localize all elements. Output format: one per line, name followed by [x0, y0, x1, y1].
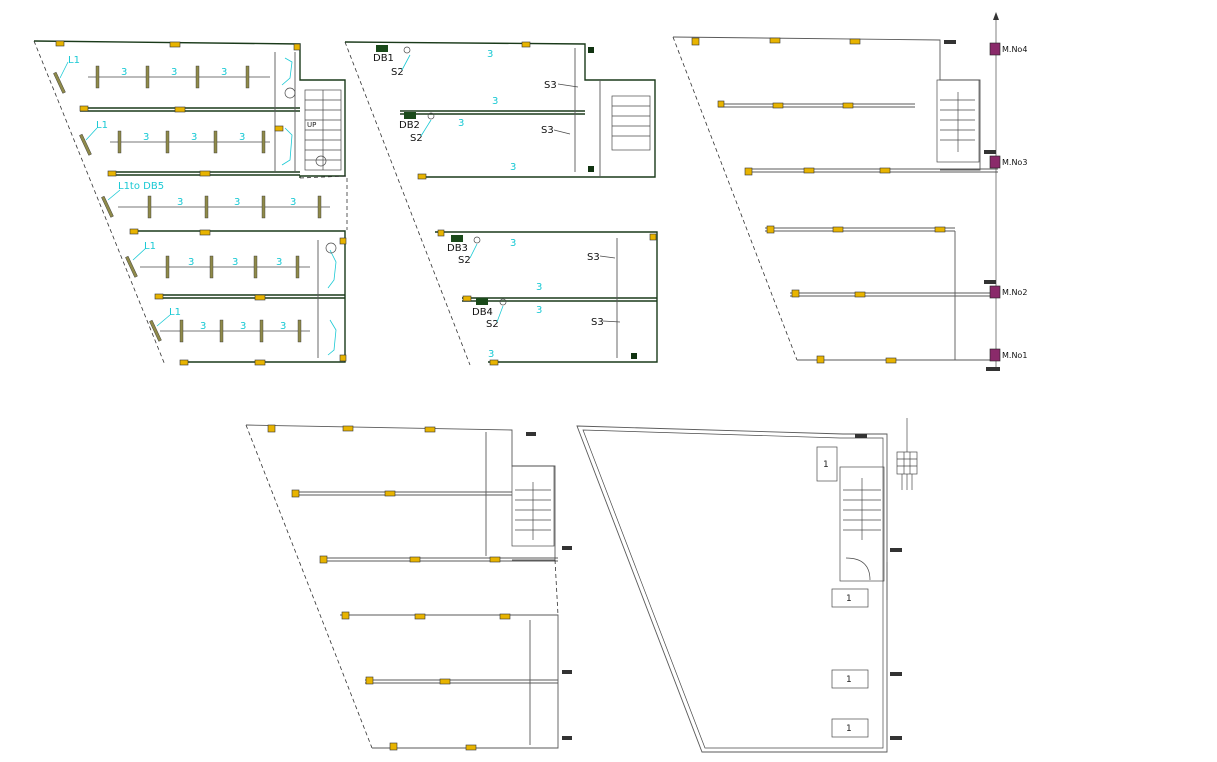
label-s3-b: S3: [541, 125, 554, 136]
label-db3: DB3: [447, 243, 468, 254]
circuit-number: 3: [121, 67, 127, 78]
circuit-number: 3: [221, 67, 227, 78]
meter-label: M.No1: [1002, 351, 1027, 360]
circuit-number: 3: [143, 132, 149, 143]
meter-box-icon: [989, 155, 1001, 169]
circuit-number: 3: [188, 257, 194, 268]
circuit-number: 3: [458, 118, 464, 129]
circuit-number: 3: [510, 162, 516, 173]
label-s3-c: S3: [587, 252, 600, 263]
meter-box-icon: [989, 348, 1001, 362]
circuit-number: 3: [200, 321, 206, 332]
circuit-number: 3: [536, 282, 542, 293]
label-l1-c: L1: [144, 241, 156, 252]
circuit-number: 3: [280, 321, 286, 332]
meter-label: M.No4: [1002, 45, 1027, 54]
label-s3-a: S3: [544, 80, 557, 91]
label-l1-d: L1: [169, 307, 181, 318]
label-l1-a: L1: [68, 55, 80, 66]
plan-lighting-layout: UP: [33, 40, 348, 366]
stair-up-label: UP: [307, 121, 316, 129]
circuit-number: 3: [177, 197, 183, 208]
plan-meter-layout: M.No4 M.No3 M.No2 M.No1: [672, 12, 1027, 371]
circuit-number: 3: [487, 49, 493, 60]
circuit-number: 3: [240, 321, 246, 332]
plan-floor-layout: [245, 424, 572, 751]
circuit-number: 3: [536, 305, 542, 316]
label-s2-d: S2: [486, 319, 499, 330]
distribution-board-icon: [896, 451, 918, 475]
meter-label: M.No2: [1002, 288, 1027, 297]
circuit-number: 3: [191, 132, 197, 143]
label-db2: DB2: [399, 120, 420, 131]
label-s2-a: S2: [391, 67, 404, 78]
box-number: 1: [846, 675, 852, 685]
label-s3-d: S3: [591, 317, 604, 328]
meter-box-icon: [989, 42, 1001, 56]
circuit-number: 3: [276, 257, 282, 268]
meter-box-icon: [989, 285, 1001, 299]
circuit-number: 3: [171, 67, 177, 78]
circuit-number: 3: [290, 197, 296, 208]
box-number: 1: [846, 724, 852, 734]
label-l1-b: L1: [96, 120, 108, 131]
circuit-number: 3: [234, 197, 240, 208]
box-number: 1: [846, 594, 852, 604]
label-s2-c: S2: [458, 255, 471, 266]
label-db1: DB1: [373, 53, 394, 64]
plan-site-layout: 1 1 1 1: [576, 418, 918, 753]
label-db4: DB4: [472, 307, 493, 318]
box-number: 1: [823, 460, 829, 470]
circuit-number: 3: [510, 238, 516, 249]
meter-label: M.No3: [1002, 158, 1027, 167]
plan-power-layout: DB1 DB2 DB3 DB4 S2 S2 S2 S2 S3 S3 S3 S3 …: [344, 41, 658, 366]
label-s2-b: S2: [410, 133, 423, 144]
circuit-number: 3: [239, 132, 245, 143]
circuit-number: 3: [232, 257, 238, 268]
label-l1-to-db5: L1to DB5: [118, 181, 164, 192]
circuit-number: 3: [492, 96, 498, 107]
circuit-number: 3: [488, 349, 494, 360]
